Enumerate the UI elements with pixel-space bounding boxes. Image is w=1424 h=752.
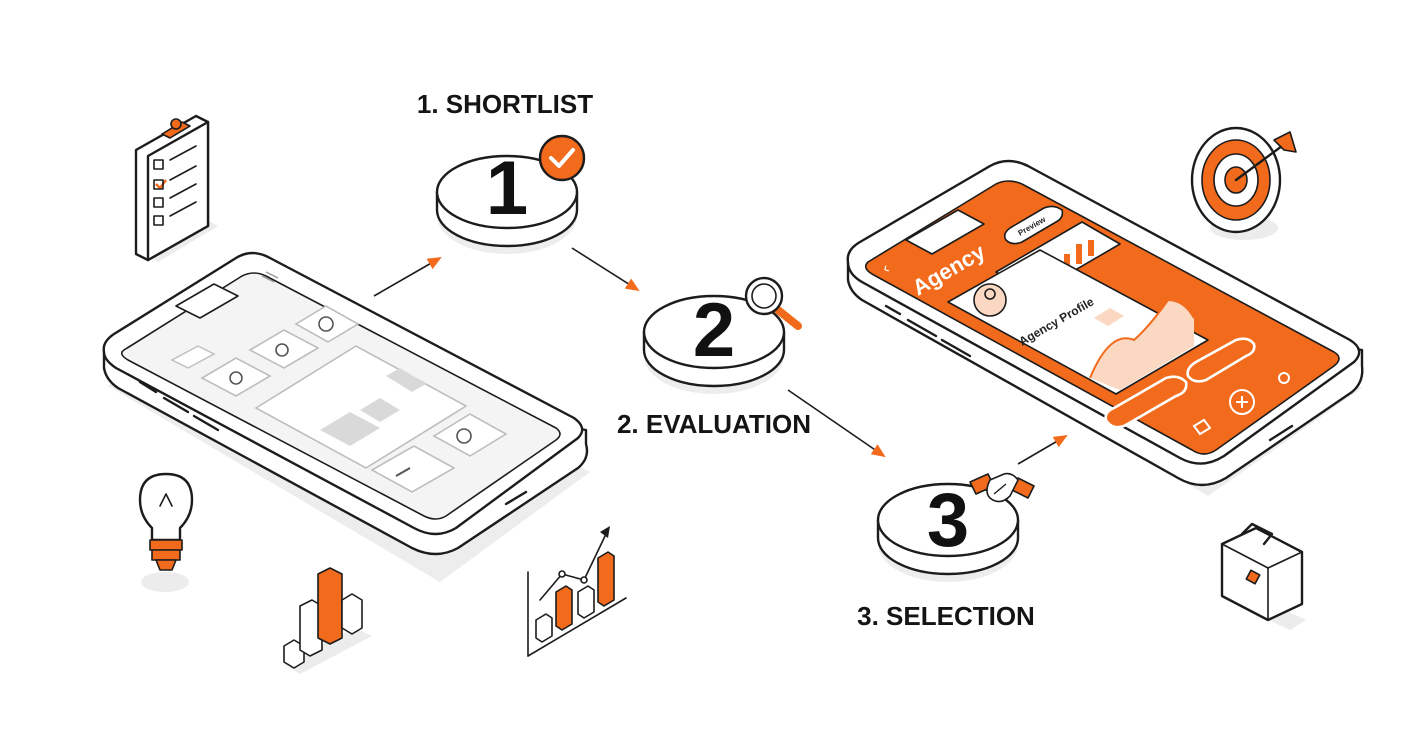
secondary-button[interactable]	[1186, 337, 1256, 383]
arrow-step-2-to-step-3	[787, 389, 886, 458]
step-1-disc: 1	[435, 134, 586, 254]
clipboard-checklist-icon	[134, 114, 218, 262]
profile-nav-icon[interactable]	[1278, 372, 1290, 384]
idea-icon	[275, 343, 289, 357]
step-3-number: 3	[927, 478, 969, 563]
arrow-step-3-to-agency	[1017, 434, 1068, 465]
settings-gear-icon	[456, 428, 472, 444]
step-2-disc: 2	[642, 276, 802, 394]
user-icon	[229, 371, 243, 385]
step-3-disc: 3	[876, 472, 1035, 582]
step-2-number: 2	[693, 288, 735, 373]
briefcase-icon	[1220, 522, 1306, 630]
agency-phone: Agency ‹ Preview Agency Profile	[846, 159, 1364, 496]
lightbulb-icon	[138, 472, 194, 592]
arrow-step-1-to-step-2	[571, 247, 640, 292]
step-3-label: 3. SELECTION	[857, 601, 1035, 631]
magnifier-icon	[744, 276, 802, 330]
primary-button[interactable]	[1104, 375, 1188, 429]
handshake-icon	[969, 472, 1035, 503]
arrow-phone-to-step-1	[373, 257, 442, 297]
bar-chart-icon	[283, 567, 372, 674]
step-1-label: 1. SHORTLIST	[417, 89, 593, 119]
home-icon[interactable]	[1192, 418, 1212, 436]
pie-chart-icon	[318, 316, 334, 332]
check-icon	[538, 134, 586, 182]
step-2-label: 2. EVALUATION	[617, 409, 811, 439]
trend-chart-icon	[527, 526, 627, 657]
avatar	[973, 283, 1007, 317]
step-1-number: 1	[486, 146, 528, 231]
target-arrow-icon	[1190, 126, 1297, 240]
wireframe-phone	[102, 251, 590, 582]
